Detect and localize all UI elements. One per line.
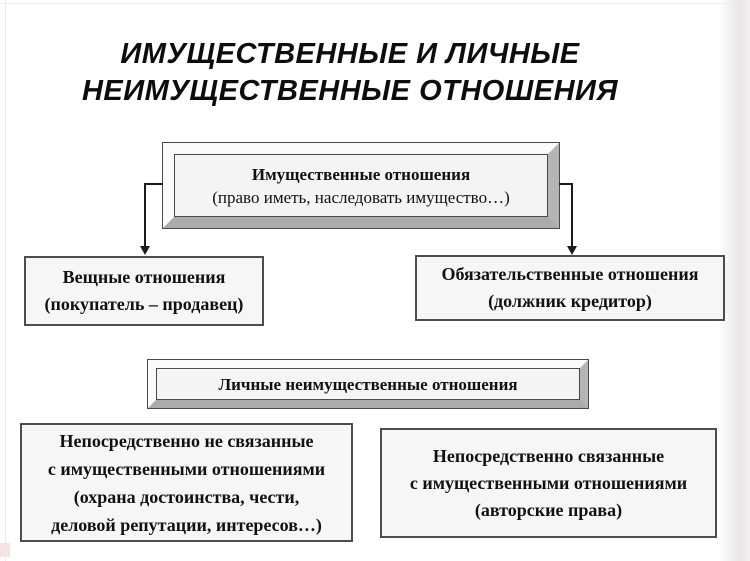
property-relations-subtext: (право иметь, наследовать имущество…) — [212, 187, 510, 207]
connector-left-horizontal — [145, 183, 163, 185]
unrelated-line-1: Непосредственно не связанные — [59, 430, 314, 451]
obligation-relations-heading: Обязательственные отношения — [441, 264, 699, 284]
real-relations-subtext: (покупатель – продавец) — [44, 294, 244, 314]
slide-left-edge — [5, 0, 6, 561]
unrelated-relations-box: Непосредственно не связанные с имуществе… — [20, 423, 353, 542]
obligation-relations-box: Обязательственные отношения (должник кре… — [415, 255, 725, 321]
arrow-down-left-icon — [140, 246, 150, 255]
slide-top-edge — [0, 3, 750, 4]
related-line-3: (авторские права) — [474, 499, 623, 520]
arrow-down-right-icon — [567, 246, 577, 255]
property-relations-box: Имущественные отношения (право иметь, на… — [162, 142, 560, 229]
connector-left-vertical — [144, 183, 146, 247]
unrelated-line-2: с имущественными отношениями — [47, 458, 326, 479]
connector-right-horizontal — [559, 183, 572, 185]
page-title-line-2: НЕИМУЩЕСТВЕННЫЕ ОТНОШЕНИЯ — [81, 75, 619, 107]
real-relations-box: Вещные отношения (покупатель – продавец) — [24, 256, 264, 326]
page-title: ИМУЩЕСТВЕННЫЕ И ЛИЧНЫЕ НЕИМУЩЕСТВЕННЫЕ О… — [55, 36, 645, 110]
connector-right-vertical — [571, 183, 573, 247]
unrelated-line-3: (охрана достоинства, чести, — [73, 486, 300, 507]
obligation-relations-subtext: (должник кредитор) — [488, 291, 652, 311]
property-relations-heading: Имущественные отношения — [251, 164, 471, 184]
slide-corner-artifact — [0, 543, 10, 557]
personal-relations-heading: Личные неимущественные отношения — [218, 374, 518, 394]
page-title-line-1: ИМУЩЕСТВЕННЫЕ И ЛИЧНЫЕ — [120, 38, 580, 70]
related-relations-box: Непосредственно связанные с имущественны… — [380, 428, 717, 538]
personal-relations-box: Личные неимущественные отношения — [147, 359, 589, 409]
unrelated-line-4: деловой репутации, интересов…) — [51, 514, 322, 535]
real-relations-heading: Вещные отношения — [62, 267, 226, 287]
related-line-1: Непосредственно связанные — [432, 445, 665, 466]
related-line-2: с имущественными отношениями — [409, 472, 688, 493]
